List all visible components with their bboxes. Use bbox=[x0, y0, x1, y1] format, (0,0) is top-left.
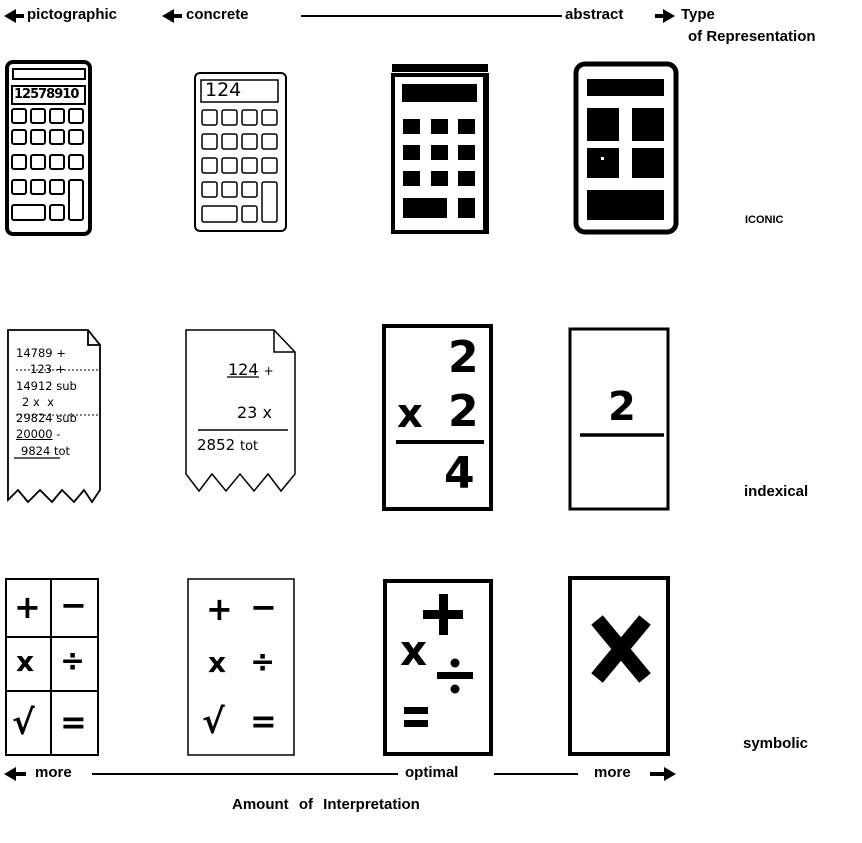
tape-line: 123 + bbox=[16, 361, 100, 377]
calc-pictographic-display: 12578910 bbox=[14, 87, 78, 102]
symbol-minus: − bbox=[250, 587, 277, 627]
calc-concrete-display: 124 bbox=[205, 79, 241, 101]
label-concrete: concrete bbox=[186, 6, 249, 23]
label-optimal: optimal bbox=[405, 764, 458, 781]
symbols-abstract-frame bbox=[570, 578, 668, 754]
row-label-indexical: indexical bbox=[744, 483, 808, 500]
label-pictographic: pictographic bbox=[27, 6, 117, 23]
axis-title-interpretation: Amount of Interpretation bbox=[232, 796, 420, 813]
symbol-minus: − bbox=[60, 585, 87, 625]
row-label-iconic: iconic bbox=[745, 210, 784, 227]
label-more-right: more bbox=[594, 764, 631, 781]
tape-line: 14789 + bbox=[16, 345, 100, 361]
symbol-sqrt: √ bbox=[202, 700, 225, 744]
symbol-equals: = bbox=[60, 700, 87, 744]
row-label-symbolic: symbolic bbox=[743, 735, 808, 752]
tape-line: 9824 tot bbox=[16, 443, 100, 459]
card-optimal-result: 4 bbox=[444, 452, 475, 496]
tape-line: 29824 sub bbox=[16, 410, 100, 426]
axis-title-representation: of Representation bbox=[688, 28, 816, 45]
card-optimal-top-number: 2 bbox=[448, 336, 479, 380]
symbol-divide: ÷ bbox=[60, 642, 85, 682]
symbol-plus: + bbox=[14, 587, 41, 627]
symbol-times: x bbox=[208, 643, 226, 683]
symbol-sqrt: √ bbox=[12, 701, 35, 745]
symbol-times: x bbox=[400, 628, 427, 674]
receipt-pictographic-lines: 14789 + 123 + 14912 sub 2 x x 29824 sub … bbox=[16, 345, 100, 459]
symbol-divide: ÷ bbox=[250, 643, 275, 683]
receipt-concrete-line-3: 2852 tot bbox=[197, 436, 258, 454]
card-optimal-operator: x bbox=[397, 392, 423, 436]
card-abstract-number: 2 bbox=[608, 385, 636, 429]
tape-line: 20000 - bbox=[16, 426, 100, 442]
calculator-optimal-icon bbox=[392, 64, 488, 234]
symbol-plus: + bbox=[206, 589, 233, 629]
calculator-abstract-icon bbox=[576, 64, 676, 232]
multiply-x-icon bbox=[597, 620, 645, 678]
label-abstract: abstract bbox=[565, 6, 623, 23]
axis-title-type: Type bbox=[681, 6, 715, 23]
symbol-equals: = bbox=[250, 699, 277, 743]
tape-line: 2 x x bbox=[16, 394, 100, 410]
symbol-times: x bbox=[16, 642, 34, 682]
tape-line: 14912 sub bbox=[16, 378, 100, 394]
label-more-left: more bbox=[35, 764, 72, 781]
receipt-concrete-line-2: 23 x bbox=[237, 403, 272, 422]
receipt-concrete-line-1: 124 + bbox=[228, 360, 274, 379]
card-optimal-second-number: 2 bbox=[448, 390, 479, 434]
